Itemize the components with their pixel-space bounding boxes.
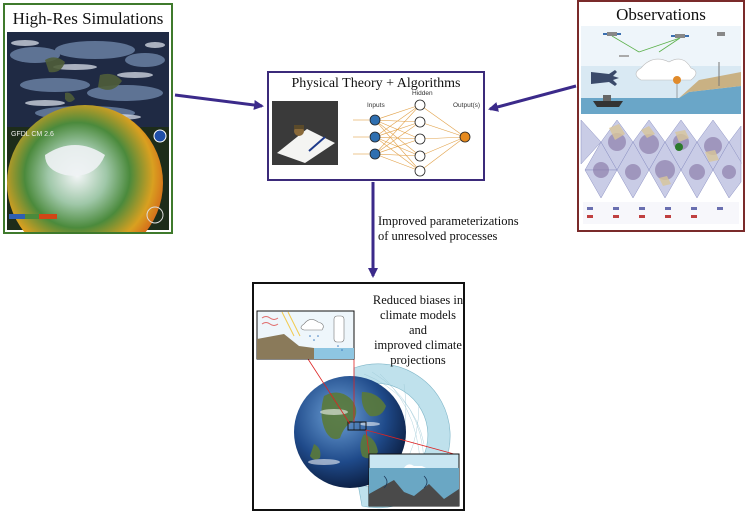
arrow-obs-to-theory: [488, 84, 577, 112]
neural-network-diagram: [353, 99, 471, 177]
input-node: [369, 148, 381, 160]
observations-title: Observations: [616, 5, 706, 24]
nn-inputs-label: Inputs: [367, 102, 385, 109]
model-label: GFDL CM 2.6: [11, 131, 54, 138]
input-node: [369, 114, 381, 126]
grid-cell-icon: [347, 421, 367, 431]
result-text-line1: Reduced biases in: [372, 293, 464, 307]
hidden-node: [414, 150, 426, 162]
balloon-icon: [673, 76, 681, 84]
pen-icon: [308, 136, 326, 152]
simulations-images: [7, 32, 169, 232]
paper-pen-photo: [272, 101, 338, 165]
ship-icon: [593, 101, 623, 107]
simulations-panel: High-Res Simulations: [3, 3, 173, 234]
observations-images: [580, 26, 742, 224]
parameterization-label-line1: Improved parameterizations: [378, 214, 519, 228]
atmosphere-inset: [256, 310, 355, 360]
simulations-title: High-Res Simulations: [12, 9, 164, 28]
airplane-icon: [591, 70, 619, 86]
result-text-line4: projections: [390, 353, 446, 367]
observations-panel: Observations: [577, 0, 745, 232]
parameterization-label-line2: of unresolved processes: [378, 229, 498, 243]
hidden-node: [414, 99, 426, 111]
ocean-inset: [368, 453, 460, 507]
result-images: [256, 310, 460, 509]
result-text-line3: improved climate: [374, 338, 462, 352]
hidden-node: [414, 116, 426, 128]
hidden-node: [414, 133, 426, 145]
output-node: [459, 131, 471, 143]
observation-map-image: [580, 119, 742, 199]
map-legend: [583, 202, 739, 224]
arrow-sim-to-theory: [174, 93, 264, 110]
result-panel: Reduced biases in climate models and imp…: [252, 282, 465, 511]
noaa-logo-icon: [153, 129, 167, 143]
parameterization-label: Improved parameterizations of unresolved…: [378, 214, 519, 244]
input-node: [369, 131, 381, 143]
hidden-node: [414, 165, 426, 177]
theory-title: Physical Theory + Algorithms: [291, 76, 461, 91]
theory-images: [272, 99, 471, 177]
theory-panel: Physical Theory + Algorithms: [267, 71, 485, 181]
result-text: Reduced biases in climate models and imp…: [372, 293, 464, 368]
result-text-line2: climate models and: [379, 308, 457, 337]
nn-hidden-label: Hidden: [412, 90, 433, 97]
clock-icon: [146, 206, 164, 224]
nn-outputs-label: Output(s): [453, 102, 481, 109]
satellite-icon: [603, 32, 725, 38]
